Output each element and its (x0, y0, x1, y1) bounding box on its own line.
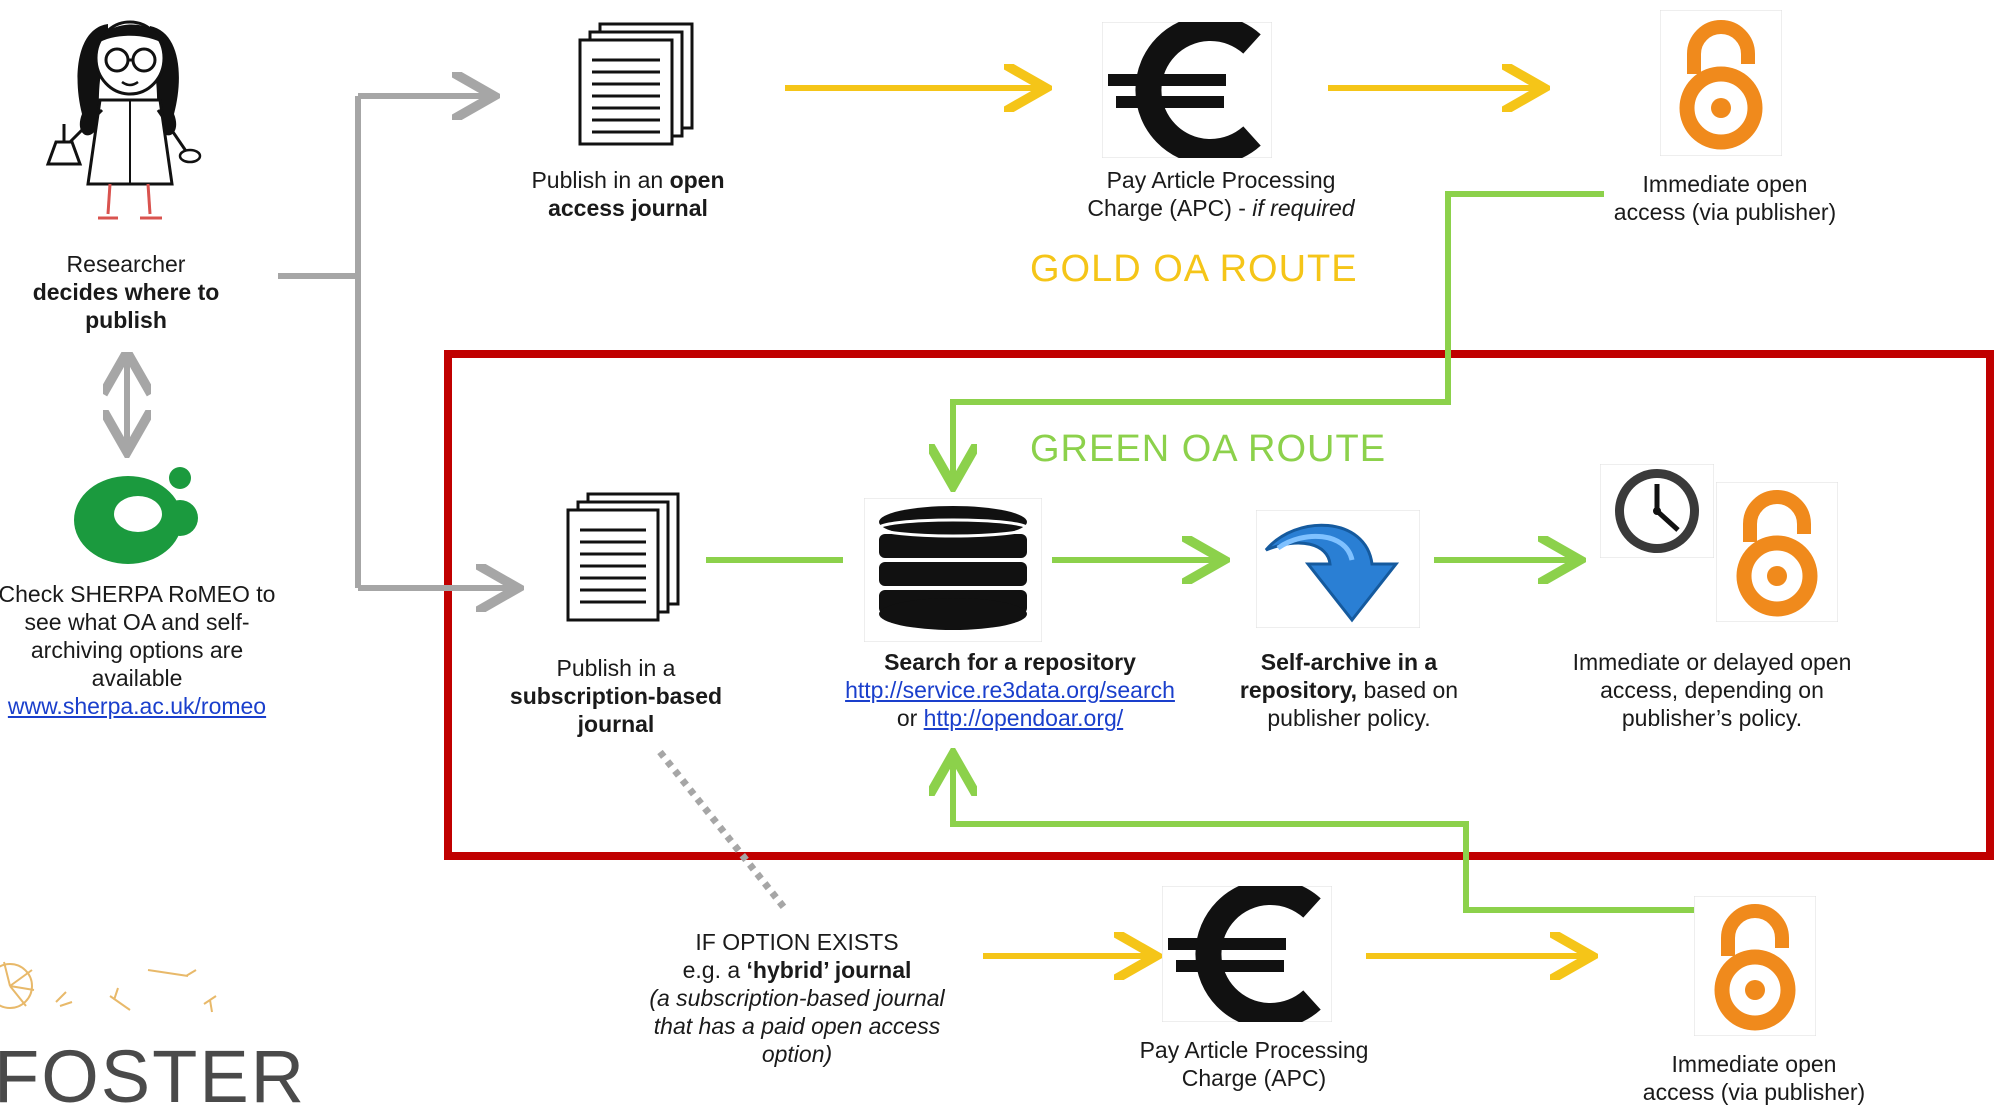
green-route-title: GREEN OA ROUTE (1030, 428, 1387, 470)
clock-icon (1600, 464, 1714, 558)
gold-immediate-label: Immediate open access (via publisher) (1613, 171, 1837, 225)
hybrid-label: IF OPTION EXISTS e.g. a ‘hybrid’ journal… (649, 929, 945, 1067)
hybrid-immediate-label: Immediate open access (via publisher) (1642, 1051, 1866, 1105)
researcher-branch-connector (278, 96, 512, 588)
open-access-icon (1694, 896, 1816, 1036)
euro-icon (1162, 886, 1332, 1022)
researcher-illustration (45, 20, 202, 220)
sherpa-link[interactable]: www.sherpa.ac.uk/romeo (7, 693, 267, 719)
open-access-icon (1660, 10, 1782, 156)
gold-to-repository-connector (953, 191, 1604, 480)
open-access-icon (1716, 482, 1838, 622)
opendoar-link[interactable]: http://opendoar.org/ (923, 705, 1124, 731)
dandelion-logo-mark (0, 961, 217, 1013)
document-stack-icon (566, 492, 680, 622)
sherpa-label: Check SHERPA RoMEO to see what OA and se… (0, 580, 304, 720)
hybrid-to-repository-connector (953, 760, 1702, 913)
re3data-link[interactable]: http://service.re3data.org/search (845, 677, 1175, 703)
sherpa-romeo-logo (74, 467, 198, 564)
hybrid-dotted-connector (657, 749, 789, 913)
document-stack-icon (578, 22, 694, 146)
euro-icon (1102, 22, 1272, 158)
self-archive-label: Self-archive in a repository, based on p… (1239, 649, 1459, 731)
subscription-journal-label: Publish in a subscription-based journal (509, 655, 723, 737)
database-icon (864, 498, 1042, 642)
search-repository-label: Search for a repository http://service.r… (790, 648, 1230, 732)
gold-journal-label: Publish in an open access journal (531, 167, 725, 221)
researcher-label: Researcher decides where to publish (32, 251, 220, 333)
gold-route-title: GOLD OA ROUTE (1030, 248, 1358, 290)
foster-logo: FOSTER (0, 1035, 307, 1110)
download-arrow-icon (1256, 510, 1420, 628)
delayed-access-label: Immediate or delayed open access, depend… (1572, 649, 1852, 731)
gold-apc-label: Pay Article Processing Charge (APC) - if… (1087, 167, 1355, 221)
hybrid-apc-label: Pay Article Processing Charge (APC) (1139, 1037, 1369, 1091)
green-route-frame (444, 350, 1994, 860)
